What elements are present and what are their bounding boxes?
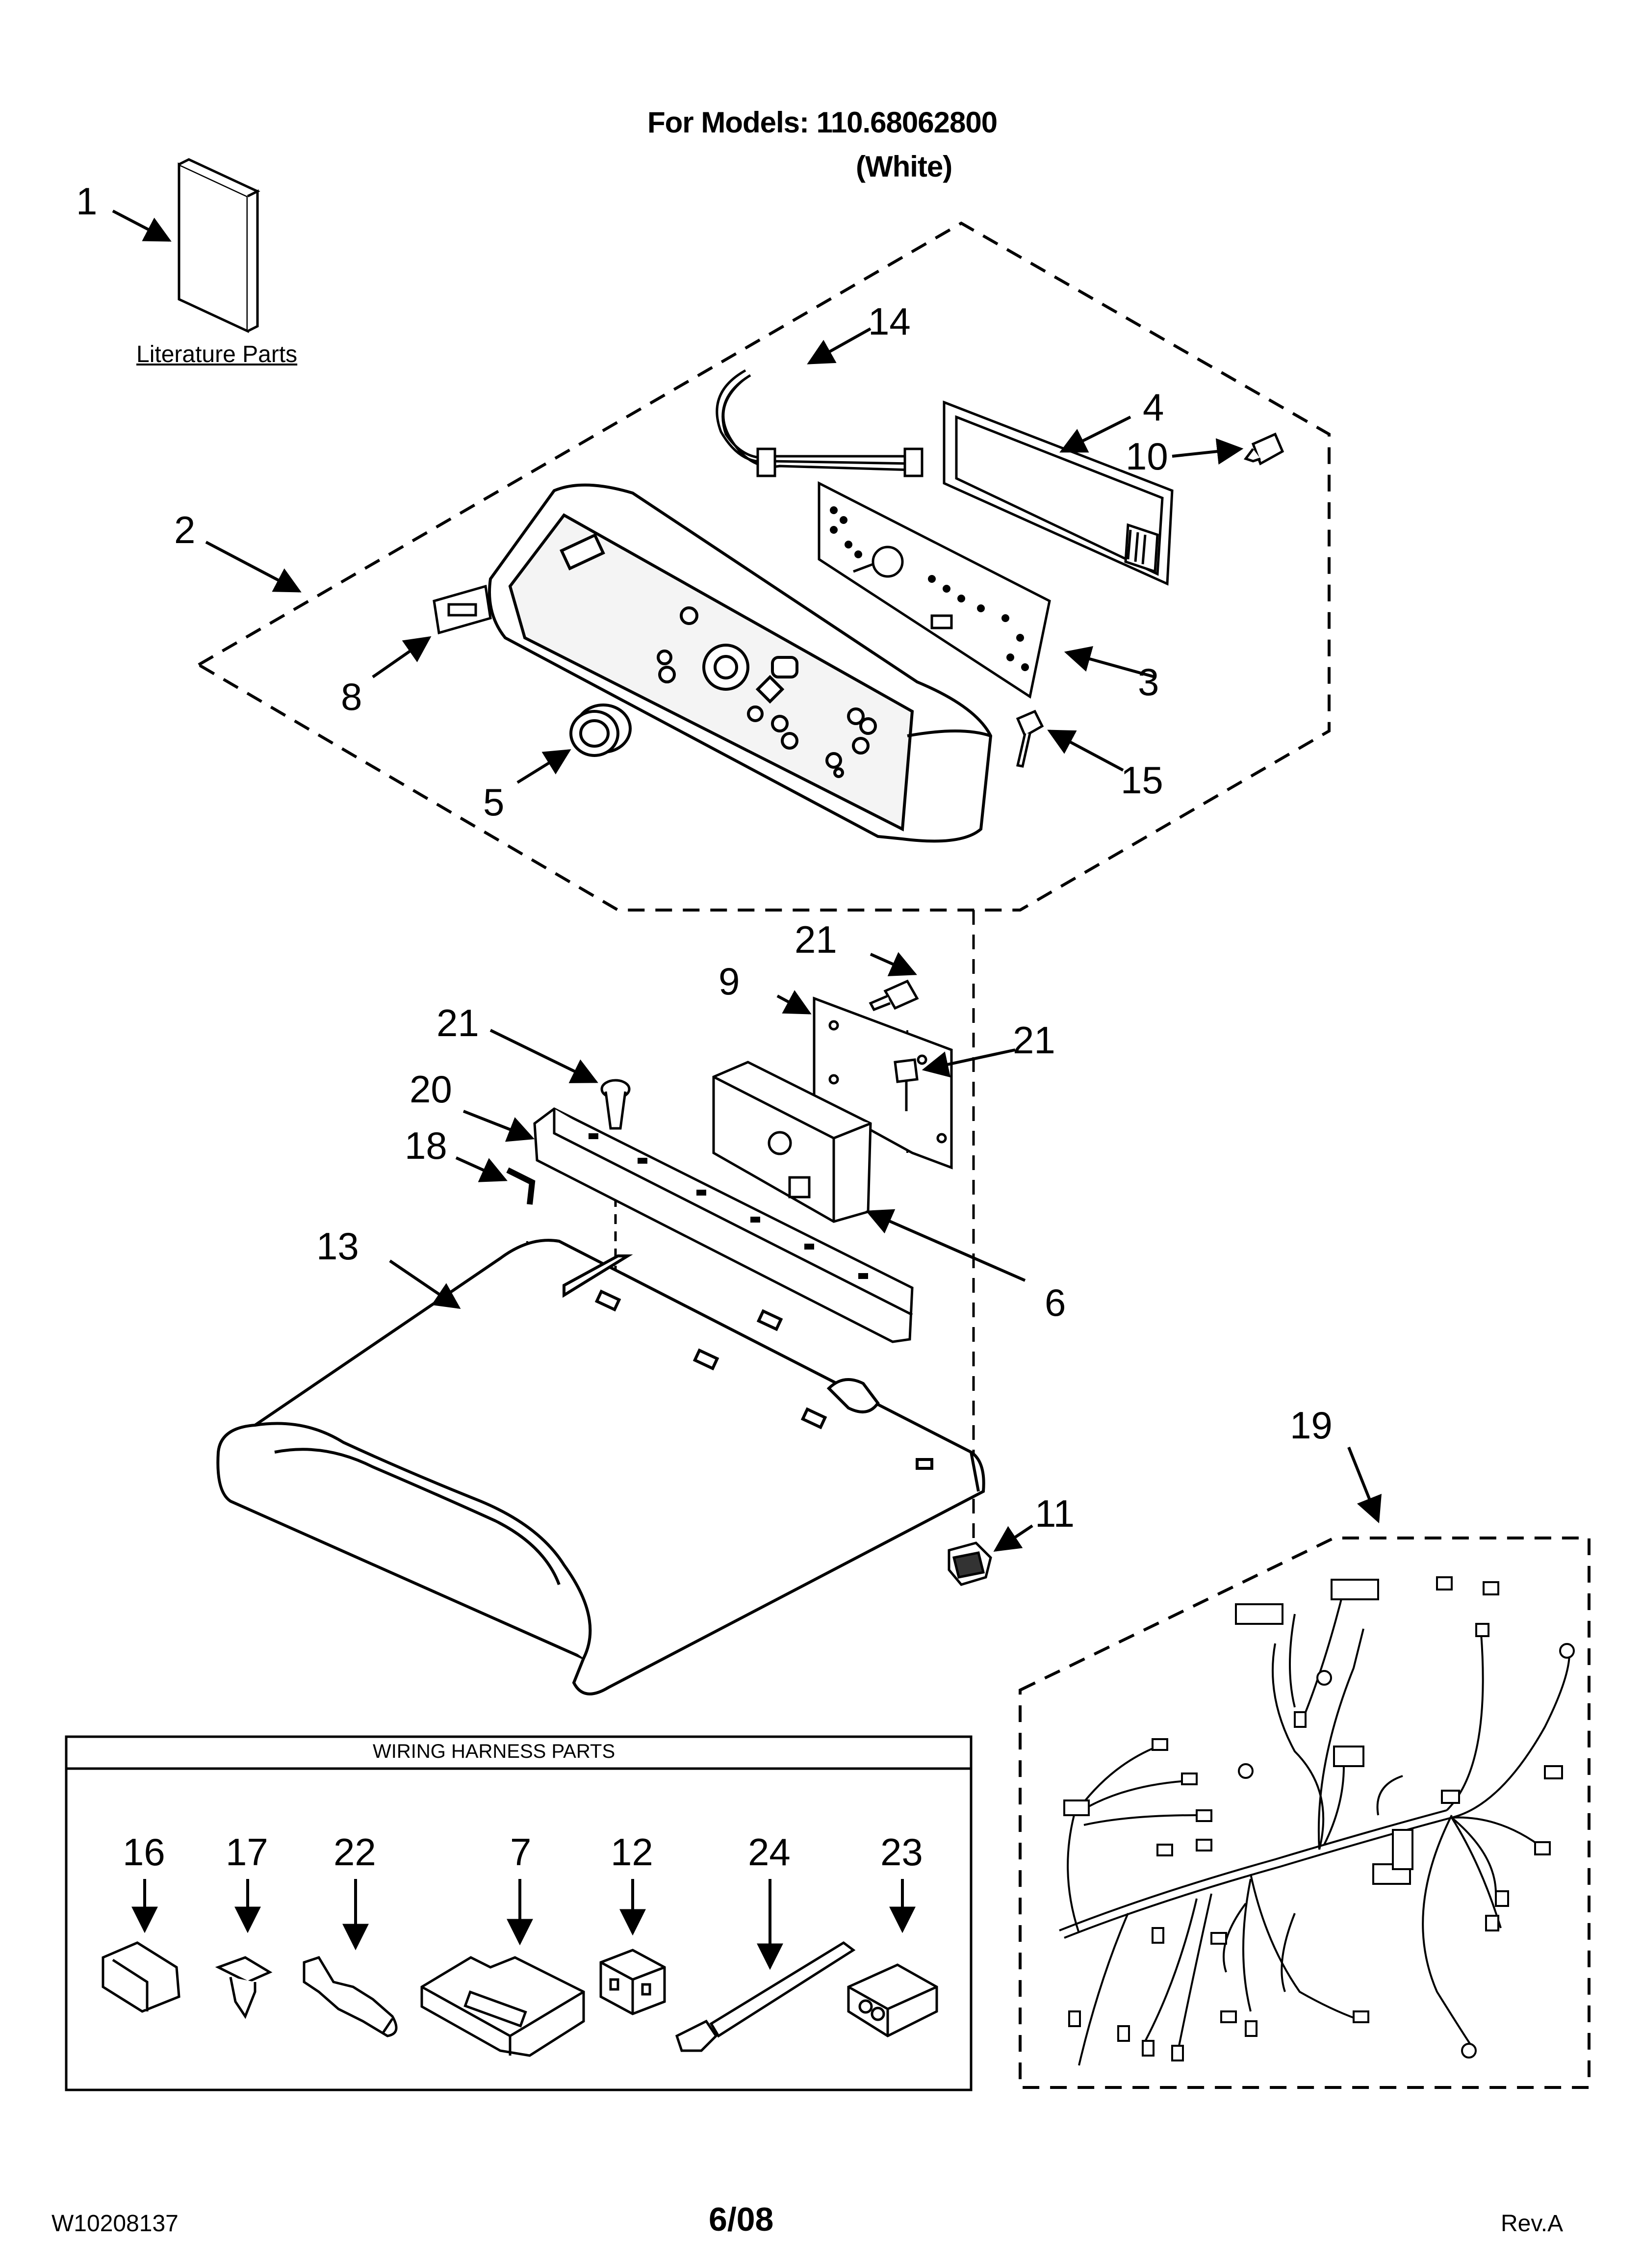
callout-20: 20 xyxy=(410,1068,452,1111)
doc-date: 6/08 xyxy=(709,2201,774,2238)
hinge-bracket-drawing xyxy=(533,1107,914,1343)
harness-part-22: 22 xyxy=(334,1830,376,1874)
hinge-pin-drawing xyxy=(506,1167,536,1205)
callout-19: 19 xyxy=(1290,1404,1333,1447)
callout-14: 14 xyxy=(868,300,911,343)
console-harness-drawing xyxy=(716,369,924,477)
callout-8: 8 xyxy=(341,675,362,718)
literature-parts-label: Literature Parts xyxy=(136,341,298,367)
callout-21-left: 21 xyxy=(436,1001,479,1044)
callout-21-top: 21 xyxy=(795,918,837,961)
module-drawing xyxy=(712,1061,872,1223)
callout-2: 2 xyxy=(174,508,196,551)
control-board-drawing xyxy=(818,481,1051,699)
literature-manual-drawing xyxy=(178,158,260,333)
knob-drawing xyxy=(569,704,632,757)
doc-number: W10208137 xyxy=(51,2211,179,2237)
callout-10: 10 xyxy=(1126,435,1168,478)
harness-part-7: 7 xyxy=(510,1830,532,1874)
models-header: For Models: 110.68062800 xyxy=(647,106,998,139)
screw-10-drawing xyxy=(1243,432,1284,466)
callout-3: 3 xyxy=(1138,660,1159,704)
callout-13: 13 xyxy=(316,1225,359,1268)
callout-1: 1 xyxy=(76,180,98,223)
main-harness-drawing xyxy=(1059,1589,1570,2066)
top-panel-drawing xyxy=(216,1239,985,1695)
screw-15-drawing xyxy=(1016,709,1044,768)
harness-part-17: 17 xyxy=(226,1830,268,1874)
screw-21-top-drawing xyxy=(869,979,919,1012)
bezel-drawing xyxy=(433,584,492,635)
screw-21-left-drawing xyxy=(600,1079,631,1130)
callout-5: 5 xyxy=(483,781,505,824)
harness-part-12: 12 xyxy=(611,1830,653,1874)
harness-part-23: 23 xyxy=(880,1830,923,1874)
color-header: (White) xyxy=(856,150,952,183)
callout-18: 18 xyxy=(405,1124,447,1167)
console-panel-drawing xyxy=(488,483,993,843)
callout-11: 11 xyxy=(1035,1492,1075,1535)
callout-4: 4 xyxy=(1143,386,1164,429)
foot-drawing xyxy=(948,1541,992,1586)
harness-part-16: 16 xyxy=(123,1830,165,1874)
harness-part-24: 24 xyxy=(748,1830,791,1874)
console-group-boundary xyxy=(196,221,1331,912)
harness-group-boundary xyxy=(1019,1537,1591,2089)
back-plate-drawing xyxy=(943,400,1174,586)
callout-15: 15 xyxy=(1121,758,1163,802)
callout-6: 6 xyxy=(1045,1281,1066,1324)
doc-revision: Rev.A xyxy=(1501,2211,1564,2237)
callout-21-right: 21 xyxy=(1013,1018,1055,1062)
harness-connectors xyxy=(1063,1576,1575,2061)
screw-21-right-drawing xyxy=(894,1058,919,1111)
harness-part-drawings xyxy=(102,1941,938,2057)
wiring-harness-parts-title: WIRING HARNESS PARTS xyxy=(373,1741,616,1762)
bracket-drawing xyxy=(813,996,953,1170)
callout-9: 9 xyxy=(718,960,740,1003)
